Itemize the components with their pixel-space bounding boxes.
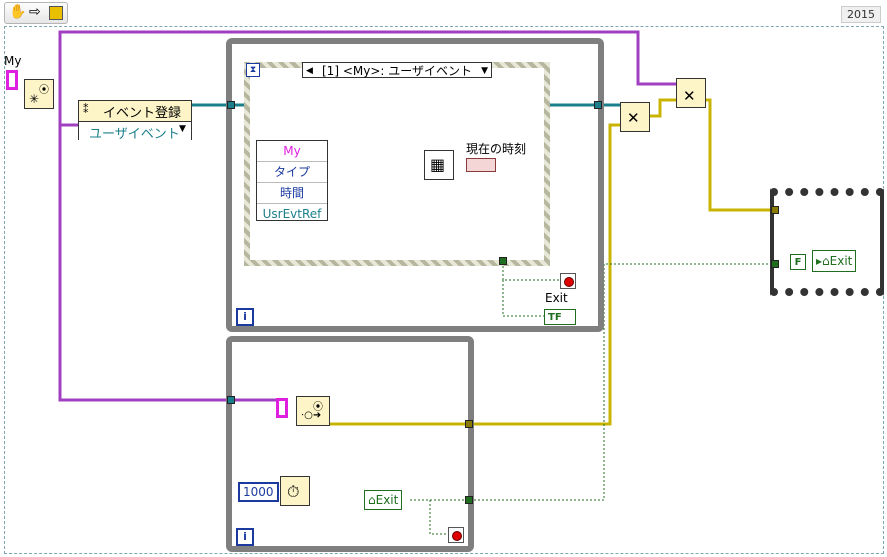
my-control-label: My xyxy=(4,54,22,68)
event-term-usrevtref[interactable]: UsrEvtRef xyxy=(262,207,322,221)
current-time-indicator[interactable] xyxy=(466,158,496,172)
stopwatch-icon: ⏱ xyxy=(287,482,300,501)
tunnel-exit-bool[interactable] xyxy=(499,257,507,265)
exit-indicator-label: Exit xyxy=(545,291,568,305)
tunnel-seq-error-in[interactable] xyxy=(771,206,779,214)
loop-iteration-terminal-bottom: i xyxy=(236,528,254,546)
hand-icon[interactable]: ✋ xyxy=(9,4,27,20)
version-badge: 2015 xyxy=(841,6,881,23)
tunnel-event-reg-in[interactable] xyxy=(227,101,235,109)
chevron-down-icon[interactable]: ▼ xyxy=(179,124,186,134)
generate-user-event-node[interactable]: ⦿ ⋅○➜ xyxy=(296,396,330,426)
destroy-user-event-node[interactable]: ✕ xyxy=(676,78,706,108)
my-refnum-terminal[interactable] xyxy=(6,70,18,90)
false-constant[interactable]: F xyxy=(790,254,806,270)
tunnel-bool-out[interactable] xyxy=(465,496,473,504)
register-event-title: イベント登録 xyxy=(103,106,182,121)
exit-bool-terminal[interactable]: TF xyxy=(544,309,576,325)
tunnel-seq-bool-in[interactable] xyxy=(771,260,779,268)
event-while-loop[interactable] xyxy=(226,38,604,332)
arrow-right-icon[interactable]: ⇨ xyxy=(29,4,41,20)
run-tools-group: ✋ ⇨ xyxy=(4,2,68,24)
tunnel-refnum-in[interactable] xyxy=(227,396,235,404)
user-event-icon: ⦿ xyxy=(39,85,49,96)
event-term-time[interactable]: 時間 xyxy=(257,183,327,204)
refnum-wire[interactable] xyxy=(58,30,676,402)
x-mark-icon: ✕ xyxy=(683,87,696,105)
case-selector-label: [1] <My>: ユーザイベント xyxy=(322,64,472,78)
generator-while-loop[interactable] xyxy=(226,336,474,552)
exit-local-label: Exit xyxy=(375,493,399,507)
wait-ms-constant[interactable]: 1000 xyxy=(238,482,279,502)
register-icon: ⁑ xyxy=(83,103,89,116)
flat-sequence-structure[interactable] xyxy=(770,188,884,296)
x-mark-icon: ✕ xyxy=(627,109,640,127)
my-refnum-local[interactable] xyxy=(276,398,288,418)
timeout-icon: ⧗ xyxy=(246,63,260,77)
tunnel-event-reg-out[interactable] xyxy=(594,101,602,109)
triangle-left-icon[interactable]: ◀ xyxy=(306,66,313,76)
timestamp-function[interactable]: ▦ xyxy=(424,150,454,180)
asterisk-icon: ✳ xyxy=(29,92,40,106)
wait-ms-function[interactable]: ⏱ xyxy=(280,476,310,506)
highlight-execution-icon[interactable] xyxy=(49,6,63,20)
create-user-event-node[interactable]: ⦿ ✳ xyxy=(24,79,54,109)
home-icon: ⌂ xyxy=(822,254,830,268)
unregister-events-node[interactable]: ✕ xyxy=(620,102,650,132)
triangle-right-icon[interactable]: ▼ xyxy=(481,66,488,76)
clock-calendar-icon: ▦ xyxy=(430,155,446,174)
exit-local-variable-2[interactable]: ▸⌂Exit xyxy=(812,250,857,272)
user-event-item[interactable]: ユーザイベント ▼ xyxy=(79,121,191,142)
toolbar: ✋ ⇨ 2015 xyxy=(0,0,887,24)
event-term-type[interactable]: タイプ xyxy=(257,162,327,183)
event-term-my[interactable]: My xyxy=(257,141,327,162)
loop-iteration-terminal-top: i xyxy=(236,308,254,326)
event-data-node[interactable]: My タイプ 時間 UsrEvtRef xyxy=(256,140,328,221)
exit-local-variable[interactable]: ⌂Exit xyxy=(364,490,403,510)
exit-local-label-2: Exit xyxy=(829,254,853,268)
arrow-right-icon: ⋅○➜ xyxy=(301,410,322,421)
case-selector[interactable]: ◀ [1] <My>: ユーザイベント ▼ xyxy=(302,62,492,78)
loop-stop-terminal-top[interactable] xyxy=(560,273,576,289)
user-event-icon: ⦿ xyxy=(313,402,323,413)
register-events-node[interactable]: ⁑ イベント登録 ユーザイベント ▼ xyxy=(78,100,192,142)
loop-stop-terminal-bottom[interactable] xyxy=(448,527,464,543)
arrow-right-icon: ▸ xyxy=(816,254,823,268)
user-event-label: ユーザイベント xyxy=(89,127,180,142)
tunnel-error-out[interactable] xyxy=(465,420,473,428)
home-icon: ⌂ xyxy=(368,493,376,507)
current-time-label: 現在の時刻 xyxy=(466,142,527,156)
